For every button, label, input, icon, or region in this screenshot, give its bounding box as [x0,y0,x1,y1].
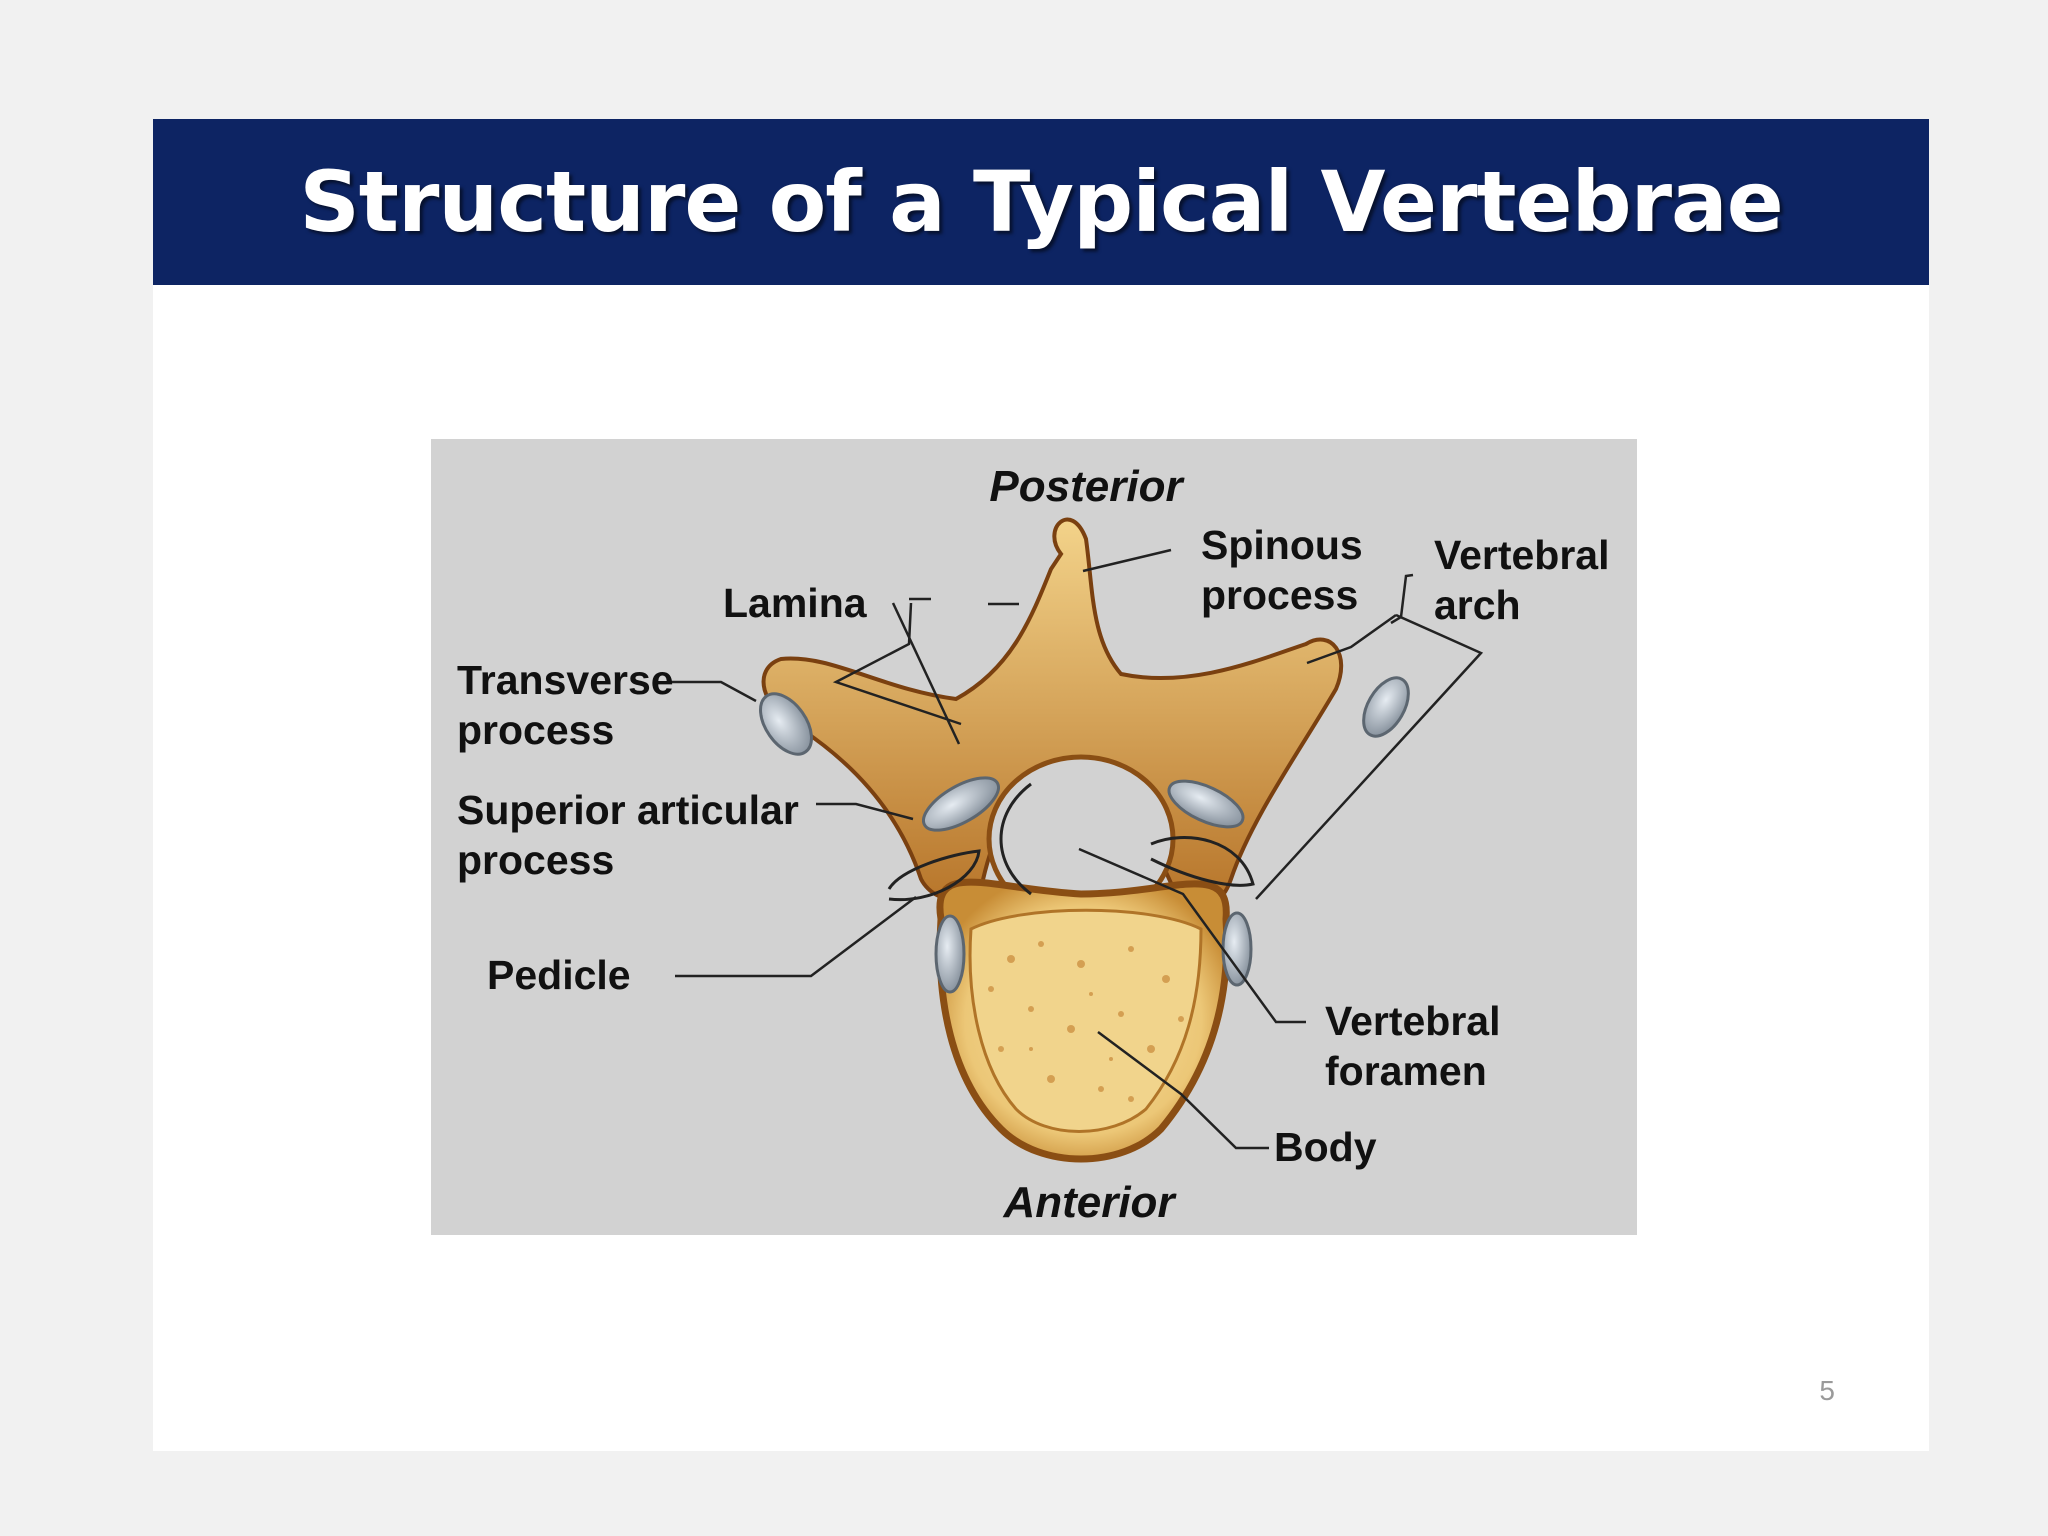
vertebral-foramen-label-line2: foramen [1325,1048,1487,1094]
vertebral-arch-label-line1: Vertebral [1434,532,1610,578]
body-label: Body [1274,1124,1377,1170]
spinous-process-label-line2: process [1201,572,1358,618]
slide: Structure of a Typical Vertebrae [153,119,1929,1451]
pedicle-label: Pedicle [487,952,631,998]
title-bar: Structure of a Typical Vertebrae [153,119,1929,285]
vertebra-illustration: Posterior Anterior Spinous process Verte… [457,462,1610,1227]
vertebral-arch-label-line2: arch [1434,582,1521,628]
articular-facets [759,676,1410,994]
leader-lines [671,548,1484,1150]
slide-title: Structure of a Typical Vertebrae [299,153,1783,251]
lamina-label: Lamina [723,580,868,626]
superior-articular-process-label-line2: process [457,837,614,883]
spinous-process-label-line1: Spinous [1201,522,1363,568]
page-number: 5 [1819,1375,1835,1406]
posterior-label: Posterior [989,462,1185,511]
vertebra-diagram: Posterior Anterior Spinous process Verte… [431,439,1637,1235]
arch-outline-loops [887,782,1255,902]
transverse-process-label-line2: process [457,707,614,753]
transverse-process-label-line1: Transverse [457,657,674,703]
superior-articular-process-label-line1: Superior articular [457,787,799,833]
vertebral-foramen-label-line1: Vertebral [1325,998,1501,1044]
anterior-label: Anterior [1002,1178,1177,1227]
body-texture [988,941,1184,1102]
vertebral-body-surface [968,908,1203,1133]
